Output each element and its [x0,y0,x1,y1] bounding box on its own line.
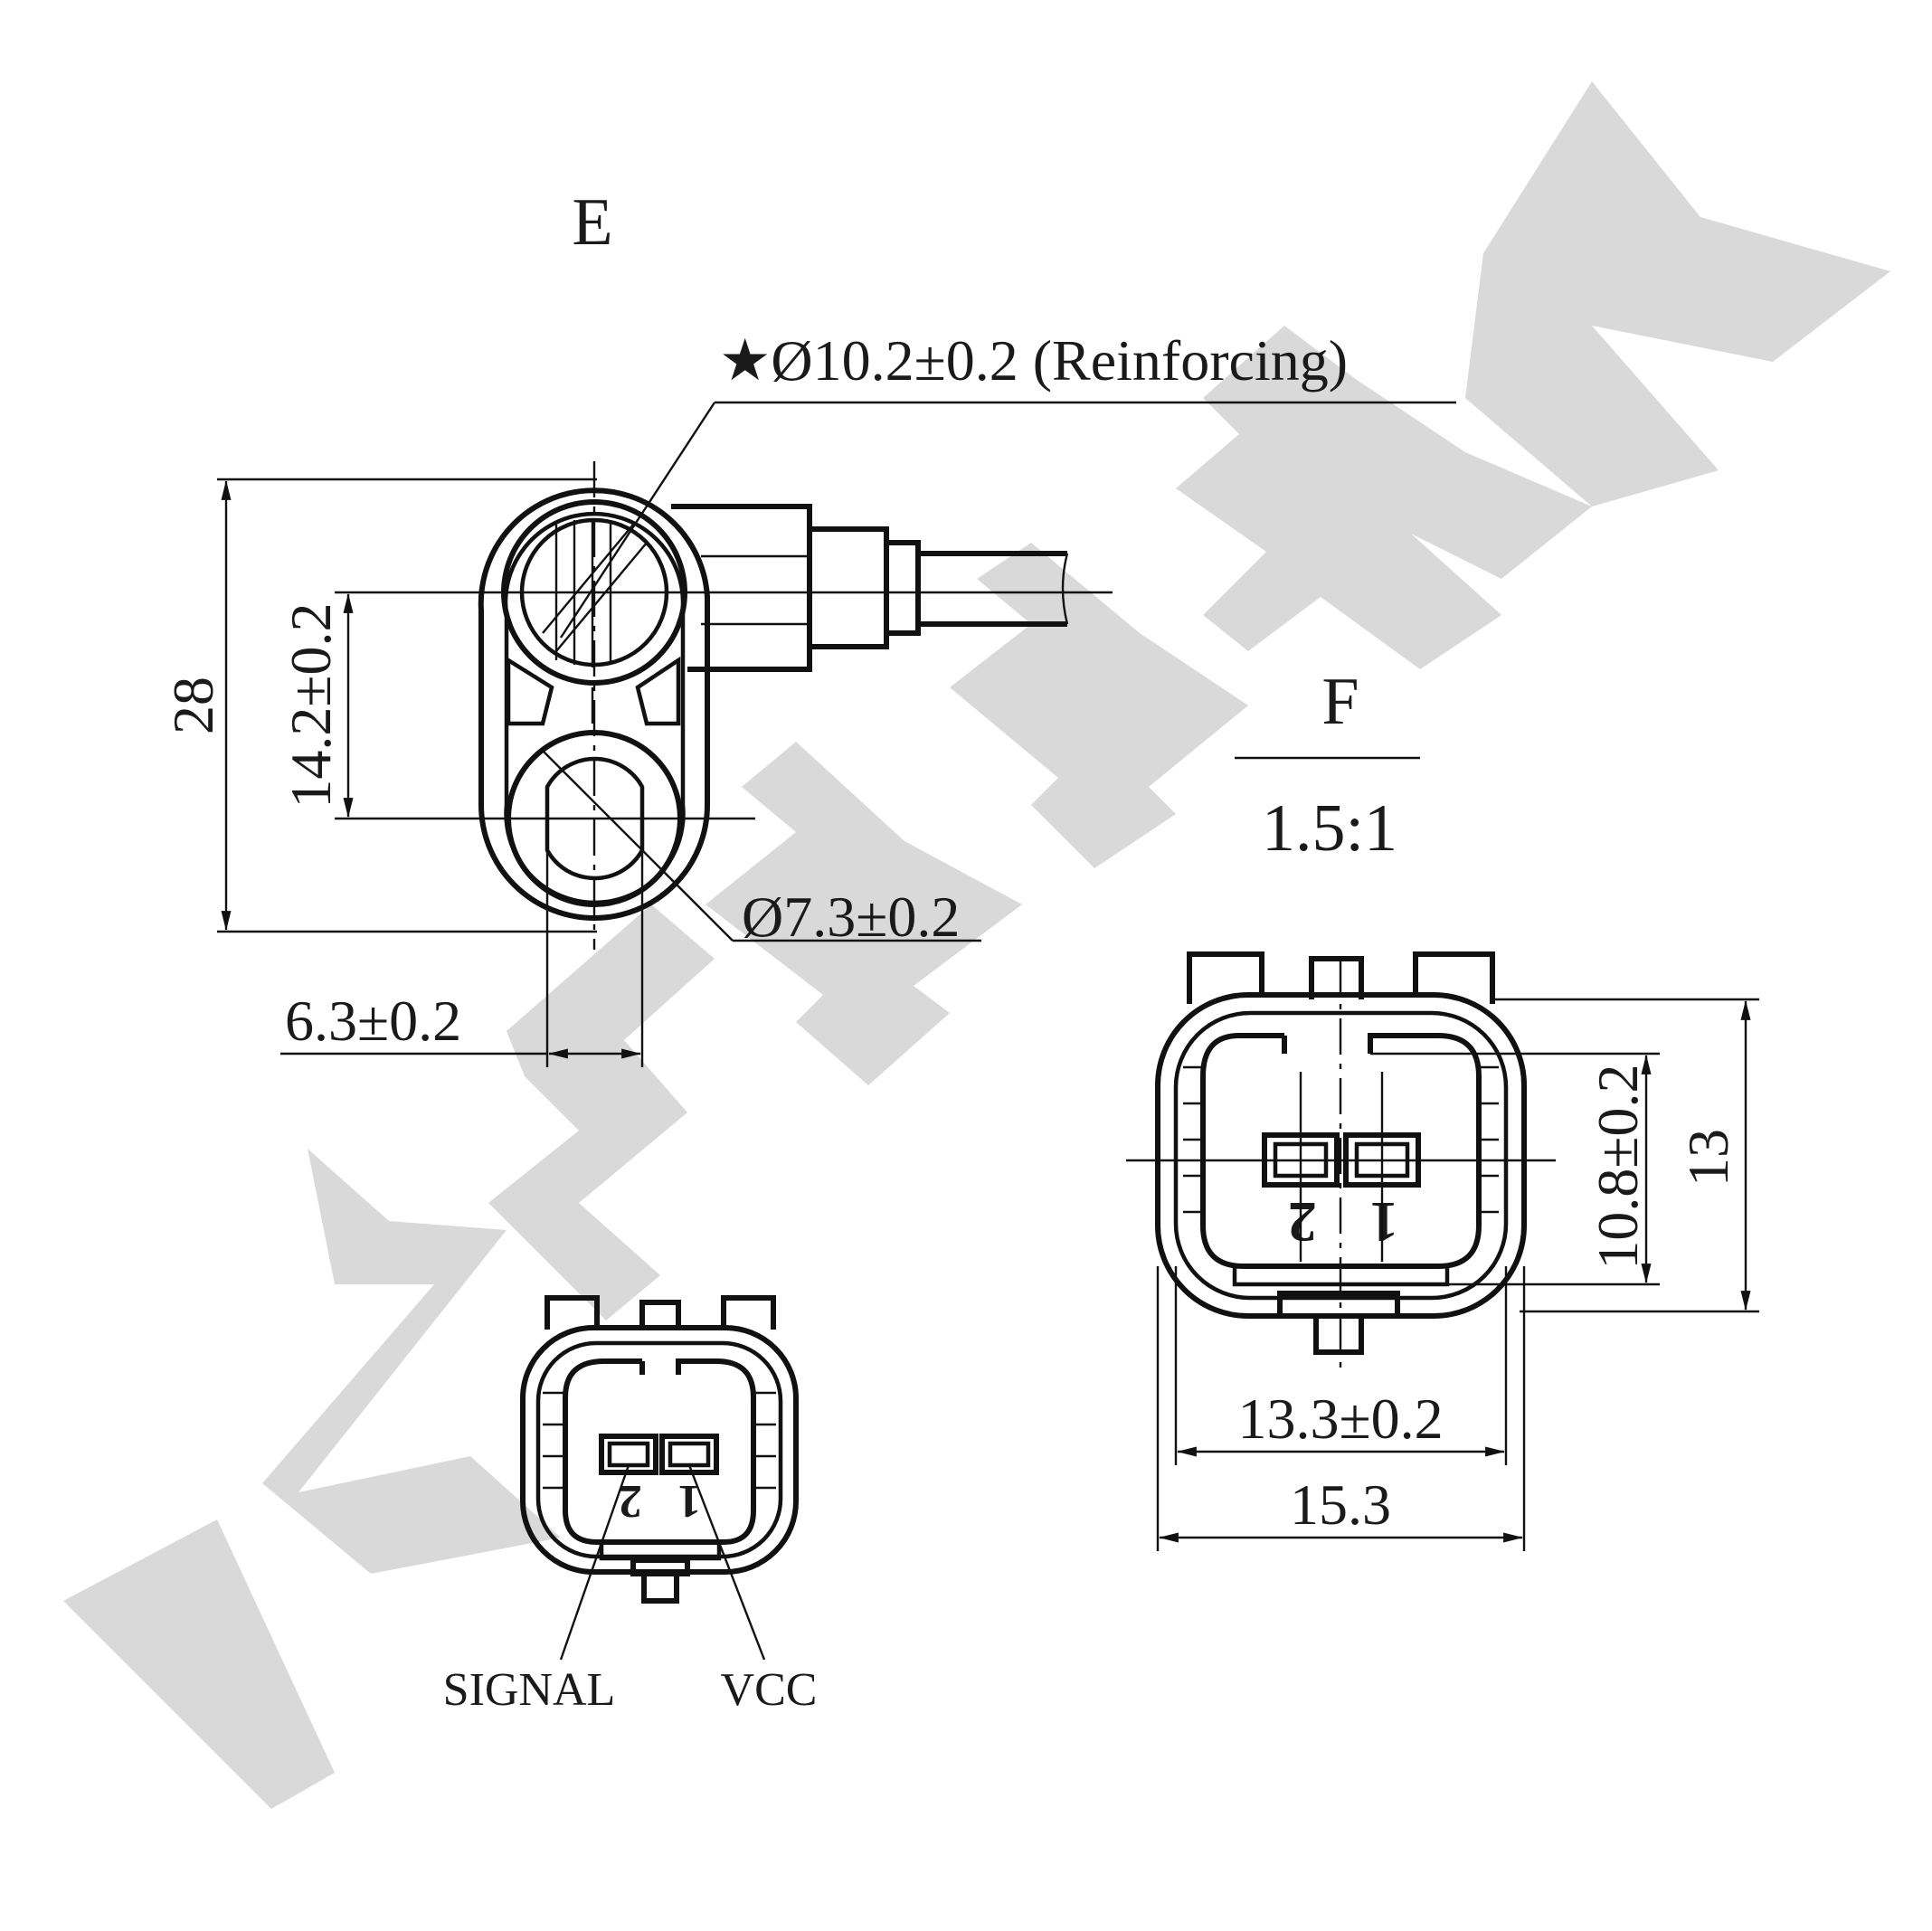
cable-collar [884,540,921,636]
dim-7-3-leader [542,750,734,942]
sensor-body-outline [478,487,710,921]
left-tab [1187,951,1264,1004]
view-e: E ★Ø10.2±0.2 (Reinforcing) [161,185,1456,1067]
callout-leader-diagonal [559,402,716,639]
view-e-label: E [572,185,612,260]
dim-14-2-text: 14.2±0.2 [279,602,343,808]
key-tab [1309,956,1364,999]
view-f: F 1.5:1 2 1 [1126,665,1759,1551]
small-key-tab [639,1300,681,1330]
signal-label: SIGNAL [443,1664,616,1716]
web-left [506,656,554,726]
cable-ferrule [807,526,889,649]
small-pin-2-terminal [599,1434,658,1475]
cable [918,551,1067,627]
dim-28-text: 28 [161,677,225,734]
latch-foot [1313,1313,1364,1355]
vcc-leader [687,1464,766,1661]
housing-outer-2 [1173,1010,1509,1301]
dim-7-3-text: Ø7.3±0.2 [742,885,960,949]
small-pin-1-number: 1 [677,1475,701,1527]
pin-2-number: 2 [1288,1190,1317,1254]
connector-small: 2 1 SIGNAL VCC [443,1295,818,1716]
reinforcing-callout: ★Ø10.2±0.2 (Reinforcing) [719,328,1348,393]
dim-15-3-text: 15.3 [1290,1472,1391,1537]
cable-boot [671,504,812,672]
small-housing-ribs [543,1391,776,1490]
housing-ribs [1183,1065,1499,1214]
small-left-tab [545,1295,600,1330]
small-latch-foot [641,1571,679,1604]
small-pin-1-terminal [659,1434,719,1475]
view-f-scale: 1.5:1 [1262,791,1397,866]
web-right [635,656,681,726]
watermark-logo [63,81,1890,1809]
dim-13-text: 13 [1676,1129,1740,1187]
small-right-tab [721,1295,776,1330]
view-f-label: F [1321,665,1359,739]
vcc-label: VCC [721,1664,818,1716]
pin-1-number: 1 [1369,1190,1398,1254]
right-tab [1413,951,1495,1004]
dim-13-3-text: 13.3±0.2 [1237,1387,1443,1451]
signal-leader [559,1464,630,1661]
small-housing-inner [563,1358,756,1545]
dim-10-8-text: 10.8±0.2 [1586,1064,1650,1269]
dim-6-3-text: 6.3±0.2 [285,989,461,1053]
